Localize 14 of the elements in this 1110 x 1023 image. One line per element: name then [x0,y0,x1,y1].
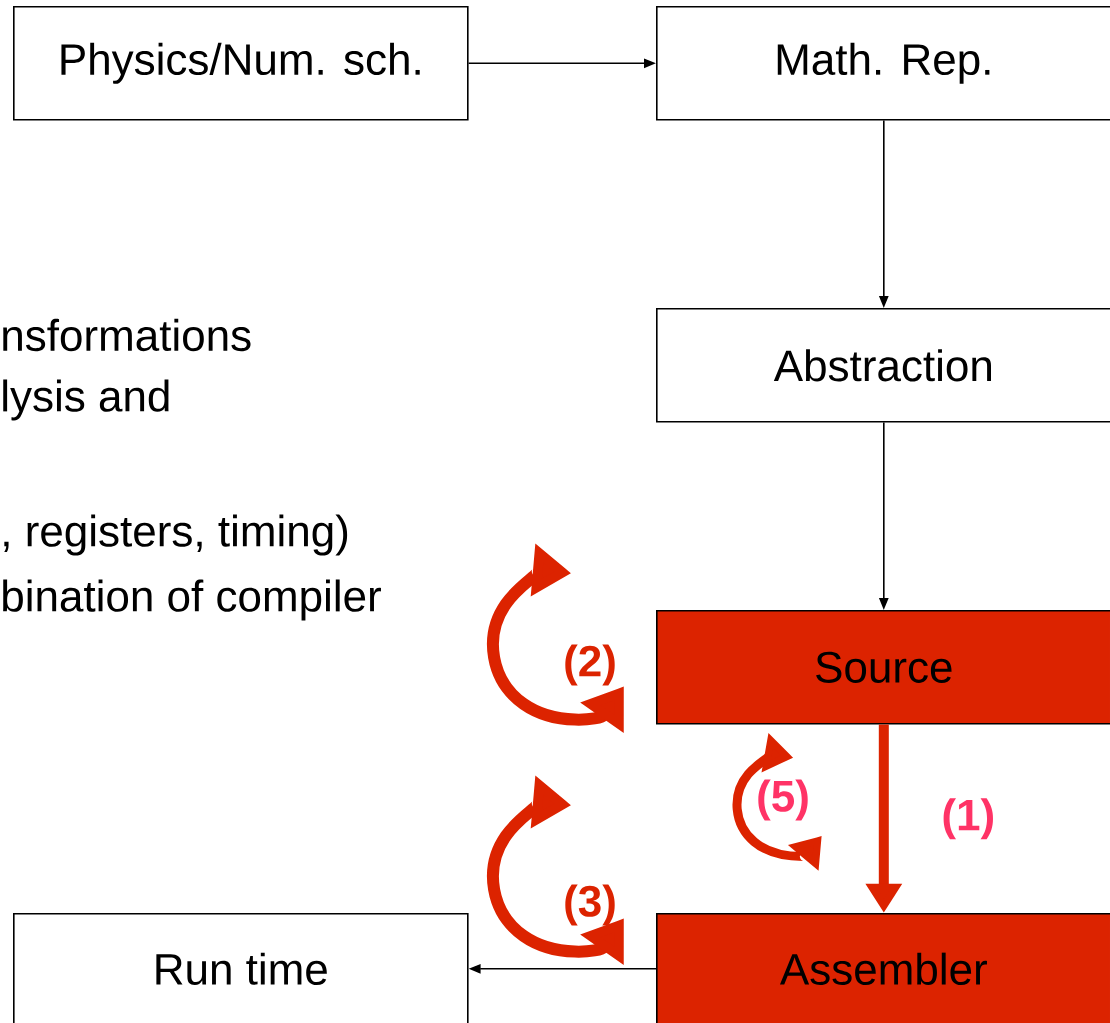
edge-label: (1) [943,798,993,840]
text-label: (2) [565,644,615,686]
text-label: bination of compiler [3,579,381,621]
text-label: (5) [758,779,808,821]
process-box: Physics/Num. sch. [13,6,469,121]
text-label: (3) [565,884,615,926]
process-box: Abstraction [656,308,1110,423]
text-label: , registers, timing) [4,514,348,556]
text-label: lysis and [3,379,169,421]
text-label: nsformations [3,318,251,352]
process-box: Run time [13,913,469,1023]
process-box: Source [656,610,1110,725]
process-box: Math. Rep. [656,6,1110,121]
process-box: Assembler [656,913,1110,1023]
